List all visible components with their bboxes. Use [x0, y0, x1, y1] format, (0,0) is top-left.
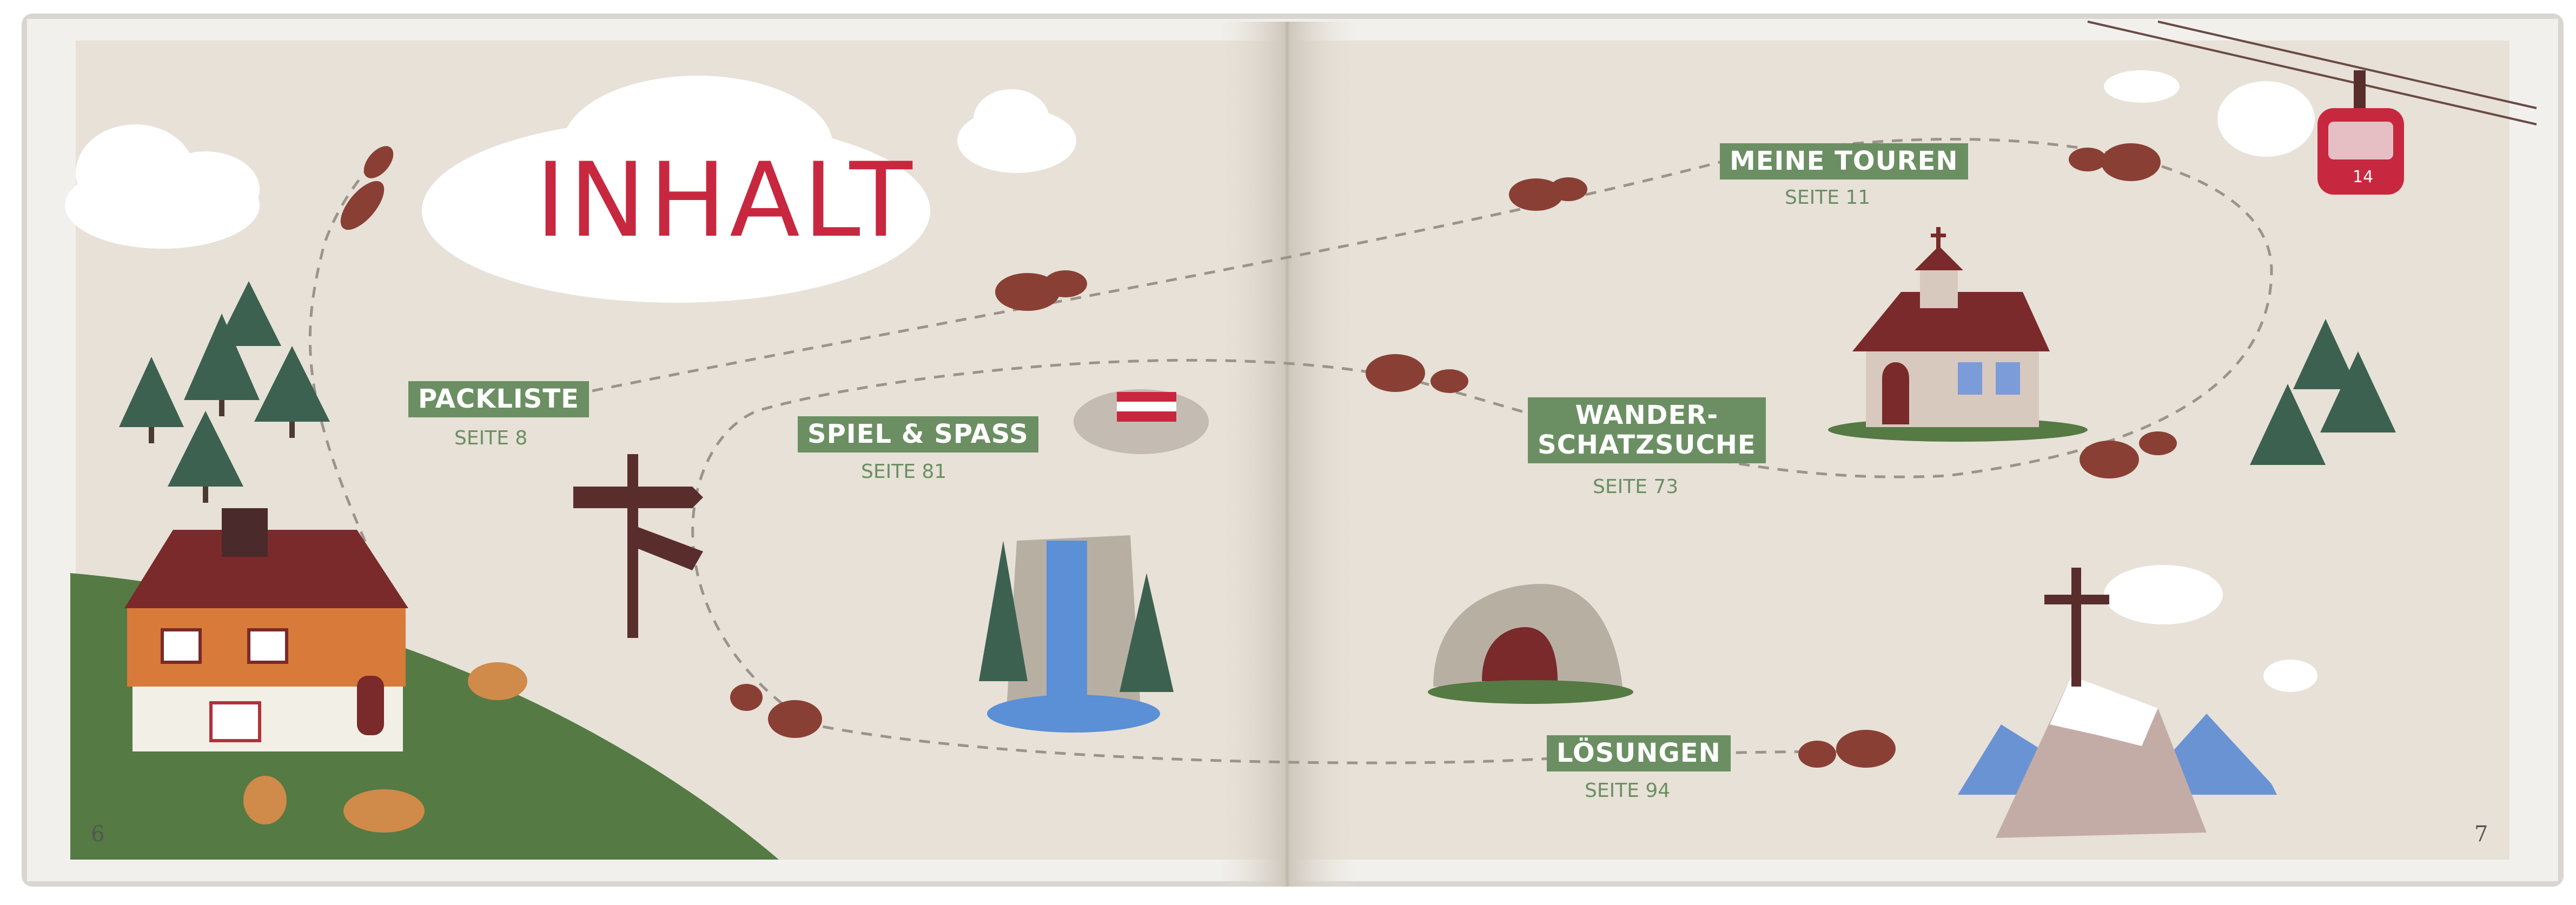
- trail: [308, 151, 391, 596]
- farmhouse: [124, 508, 408, 751]
- toc-page-packliste: SEITE 8: [454, 427, 528, 449]
- page-title: INHALT: [535, 141, 916, 260]
- chapel: [1828, 227, 2088, 442]
- clouds: [65, 70, 2317, 692]
- toc-entry-spiel-spass[interactable]: SPIEL & SPASS: [798, 416, 1038, 453]
- gondola-number: 14: [2353, 168, 2374, 187]
- waterfall: [979, 535, 1174, 733]
- toc-page-meine-touren: SEITE 11: [1785, 187, 1871, 209]
- signpost: [573, 454, 703, 638]
- right-page-number: 7: [2474, 822, 2488, 847]
- toc-page-loesungen: SEITE 94: [1585, 780, 1671, 802]
- cable-car: [2087, 21, 2537, 195]
- toc-page-wander-schatzsuche: SEITE 73: [1593, 476, 1679, 498]
- book-gutter: [1217, 22, 1357, 887]
- summit: [1958, 568, 2277, 838]
- cave: [1428, 584, 1633, 704]
- cows: [243, 662, 527, 833]
- toc-entry-wander-line2: SCHATZSUCHE: [1538, 430, 1756, 461]
- toc-entry-packliste[interactable]: PACKLISTE: [408, 381, 589, 418]
- left-page-number: 6: [91, 822, 105, 847]
- trees-right: [2250, 319, 2396, 465]
- toc-entry-wander-schatzsuche[interactable]: WANDER- SCHATZSUCHE: [1528, 397, 1766, 464]
- toc-entry-wander-line1: WANDER-: [1575, 400, 1719, 430]
- toc-page-spiel-spass: SEITE 81: [861, 461, 947, 483]
- toc-entry-loesungen[interactable]: LÖSUNGEN: [1547, 735, 1731, 772]
- toc-entry-meine-touren[interactable]: MEINE TOUREN: [1720, 143, 1968, 180]
- flag-rock: [1074, 389, 1209, 454]
- footprints: [340, 143, 2177, 768]
- trees-left: [119, 281, 330, 503]
